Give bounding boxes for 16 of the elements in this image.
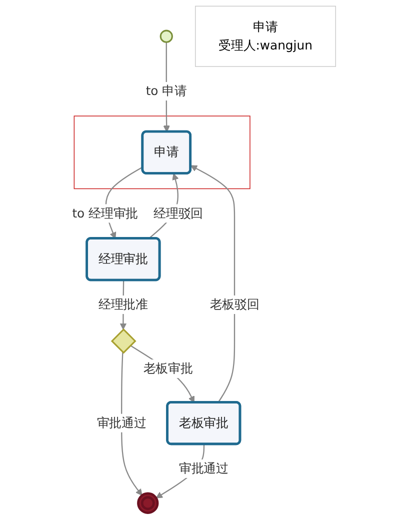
edge-label: 审批通过 [96,415,146,430]
arrow [190,165,236,403]
edge-label: 经理驳回 [154,206,204,220]
edge-label: 经理批准 [98,297,148,312]
cluster [74,116,250,190]
edge-label: 老板审批 [143,361,193,376]
edge-label: to 申请 [146,84,188,98]
arrow [130,345,195,403]
node-circle [160,30,174,43]
arrow [121,352,142,496]
edge-label: 老板驳回 [210,297,260,312]
edge-label: 审批通过 [178,460,228,476]
edge-label: to 经理审批 [72,206,138,220]
node-box: 申请 受理人:wangjun [195,6,336,67]
node-circle [137,492,159,514]
node-diamond [110,328,136,354]
